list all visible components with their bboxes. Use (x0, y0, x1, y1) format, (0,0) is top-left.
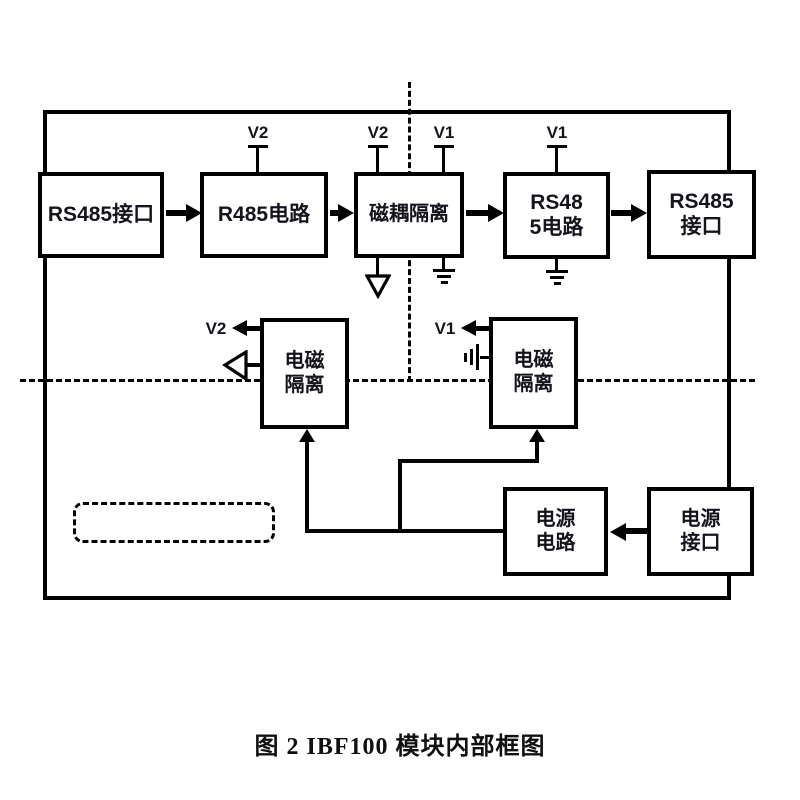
block-em-isolation-left: 电磁 隔离 (260, 318, 349, 429)
block-rs485-interface-right: RS485 接口 (647, 170, 756, 259)
block-power-interface: 电源 接口 (647, 487, 754, 576)
pin-stub (555, 257, 558, 271)
arrow-right-icon (488, 204, 504, 222)
block-label: RS48 5电路 (529, 190, 584, 239)
arrow-up-icon (299, 429, 315, 442)
power-arrow-shaft (624, 528, 647, 534)
pin-bar (547, 145, 567, 148)
pin-stub (442, 148, 445, 172)
block-rs485-interface-left: RS485接口 (38, 172, 164, 258)
block-magnetic-coupling-isolation: 磁耦隔离 (354, 172, 464, 258)
power-wire-vertical (398, 459, 402, 533)
isolation-boundary-horizontal (20, 379, 755, 382)
arrow-right-icon (631, 204, 647, 222)
pin-label-v1: V1 (434, 319, 456, 338)
signal-arrow-shaft (611, 210, 633, 216)
pin-bar (368, 145, 388, 148)
signal-arrow-shaft (330, 210, 340, 216)
pin-stub (442, 256, 445, 270)
earth-ground-icon (433, 269, 455, 272)
block-em-isolation-right: 电磁 隔离 (489, 317, 578, 429)
block-label: RS485接口 (47, 202, 155, 226)
arrow-right-icon (338, 204, 354, 222)
pin-label-v2: V2 (367, 123, 389, 142)
pin-stub (256, 148, 259, 172)
open-arrow-stub (246, 363, 262, 367)
earth-ground-side-icon (470, 349, 473, 365)
pin-label-v2: V2 (247, 123, 269, 142)
signal-arrow-shaft (466, 210, 490, 216)
block-label: RS485 接口 (669, 189, 734, 238)
power-wire-vertical (305, 441, 309, 533)
pin-bar (248, 145, 268, 148)
v1-out-arrow-shaft (473, 326, 491, 331)
open-arrow-left-icon (222, 350, 248, 381)
earth-ground-icon (546, 270, 568, 273)
figure-caption: 图 2 IBF100 模块内部框图 (254, 734, 546, 760)
earth-ground-side-icon (464, 353, 467, 362)
arrow-right-icon (186, 204, 202, 222)
earth-ground-icon (437, 275, 451, 278)
pin-stub (376, 256, 379, 275)
pin-label-v1: V1 (546, 123, 568, 142)
earth-ground-side-icon (476, 344, 479, 370)
earth-ground-icon (550, 276, 564, 279)
block-label: 电磁 隔离 (513, 349, 554, 395)
power-wire-vertical (535, 441, 539, 463)
module-enclosure-border (43, 110, 731, 600)
pin-label-v2: V2 (205, 319, 227, 338)
block-label: 电磁 隔离 (284, 349, 325, 396)
block-label: R485电路 (217, 202, 311, 226)
power-wire-horizontal (305, 529, 503, 533)
block-label: 磁耦隔离 (369, 203, 449, 226)
signal-arrow-shaft (166, 210, 188, 216)
arrow-up-icon (529, 429, 545, 442)
block-label: 电源 接口 (680, 507, 721, 554)
arrow-left-icon (461, 320, 476, 336)
open-arrow-down-icon (365, 274, 391, 299)
ground-stub (480, 356, 491, 359)
earth-ground-icon (554, 282, 561, 285)
v2-out-arrow-shaft (244, 326, 262, 331)
power-wire-horizontal (398, 459, 539, 463)
arrow-left-icon (232, 320, 247, 336)
pin-stub (376, 148, 379, 172)
block-power-circuit: 电源 电路 (503, 487, 608, 576)
pin-bar (434, 145, 454, 148)
block-rs485-circuit: RS48 5电路 (503, 172, 610, 259)
arrow-left-icon (610, 523, 626, 541)
block-label: 电源 电路 (535, 507, 576, 554)
dashed-placeholder-box (73, 502, 275, 543)
pin-stub (555, 148, 558, 172)
pin-label-v1: V1 (433, 123, 455, 142)
block-r485-circuit: R485电路 (200, 172, 328, 258)
earth-ground-icon (441, 281, 448, 284)
